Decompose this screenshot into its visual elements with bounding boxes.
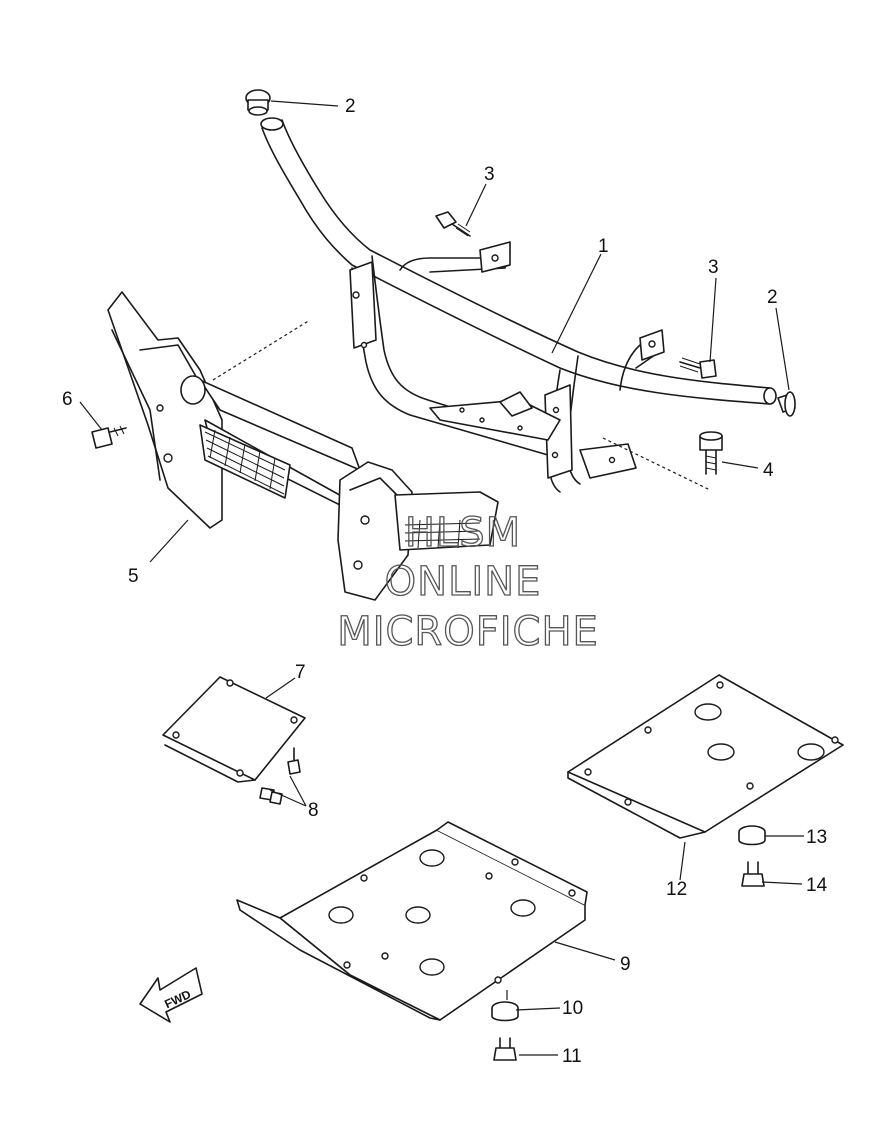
leader-lines: [79, 100, 804, 1056]
front-bumper: [107, 291, 499, 601]
callout-2-right: 2: [767, 287, 778, 308]
callout-14: 14: [806, 875, 828, 896]
watermark-line-1: HLSM: [405, 510, 521, 556]
small-guard-plate: [162, 676, 306, 783]
bolt-11: [493, 1037, 517, 1061]
bolt-14: [741, 861, 765, 887]
bolt-lower: [699, 431, 723, 475]
front-guard-tube: [260, 117, 777, 493]
callout-8: 8: [308, 800, 319, 821]
callout-labels: 2 1 3 3 2 4 5 6 7 8 9 10 11 12 13 14: [62, 96, 828, 1067]
callout-3-left: 3: [484, 164, 495, 185]
watermark-line-2: ONLINE: [385, 559, 542, 605]
fwd-arrow: FWD: [139, 967, 203, 1023]
callout-11: 11: [562, 1046, 582, 1067]
callout-1: 1: [598, 236, 609, 257]
collar-10: [491, 1001, 519, 1022]
callout-9: 9: [620, 954, 631, 975]
watermark-line-3: MICROFICHE: [337, 609, 599, 655]
callout-5: 5: [128, 566, 139, 587]
bolt-right: [679, 357, 717, 379]
screw-left: [91, 425, 127, 449]
callout-6: 6: [62, 389, 73, 410]
bolt-upper-left: [435, 211, 471, 237]
collar-13: [738, 825, 766, 846]
mesh-grid-left: [204, 429, 286, 495]
callout-12: 12: [666, 879, 687, 900]
callout-10: 10: [562, 998, 583, 1019]
callout-7: 7: [295, 662, 306, 683]
callout-4: 4: [763, 460, 774, 481]
watermark: HLSM ONLINE MICROFICHE: [337, 509, 599, 655]
end-plug-right: [777, 391, 796, 417]
rear-skid-plate: [567, 674, 844, 839]
callout-13: 13: [806, 827, 827, 848]
end-plug-top: [245, 89, 271, 116]
callout-3-right: 3: [708, 257, 719, 278]
large-skid-plate: [236, 821, 588, 1021]
callout-2-top: 2: [345, 96, 356, 117]
